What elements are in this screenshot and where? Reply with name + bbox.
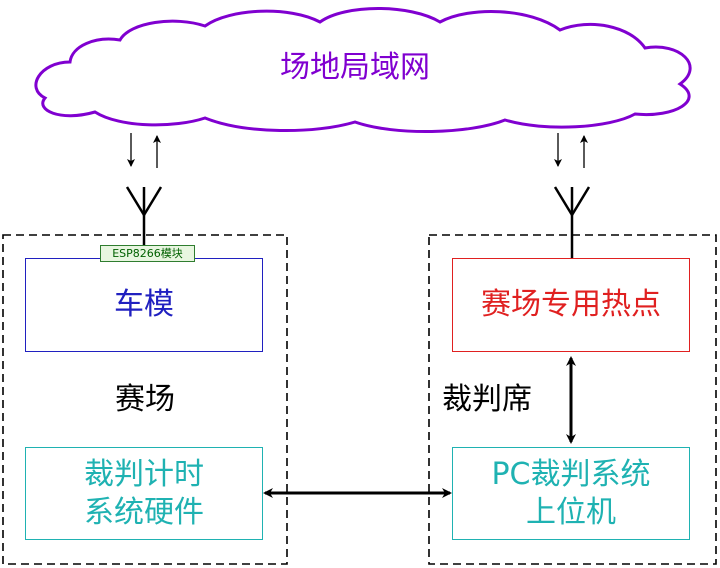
left-antenna-icon: [125, 186, 163, 248]
timer-hardware-box: [25, 447, 263, 540]
timer-hardware-line1: 裁判计时: [84, 457, 204, 492]
right-antenna-icon: [553, 186, 591, 258]
right-zone-label: 裁判席: [442, 382, 532, 418]
cloud-shape: [34, 7, 692, 134]
hotspot-box: [452, 258, 690, 352]
pc-system-box: [452, 447, 690, 540]
pc-system-line2: 上位机: [526, 494, 616, 530]
pc-system-label: PC裁判系统 上位机: [452, 447, 690, 540]
hotspot-label: 赛场专用热点: [481, 287, 661, 323]
left-zone-border: [2, 234, 288, 565]
timer-hardware-label: 裁判计时 系统硬件: [25, 447, 263, 540]
pc-system-line1: PC裁判系统: [491, 457, 651, 492]
cloud-label: 场地局域网: [280, 50, 430, 86]
left-zone-label: 赛场: [115, 382, 175, 418]
right-zone-border: [428, 234, 717, 565]
esp8266-module-tag: ESP8266模块: [100, 245, 195, 262]
car-label: 车模: [114, 287, 174, 323]
timer-hardware-line2: 系统硬件: [84, 494, 204, 530]
